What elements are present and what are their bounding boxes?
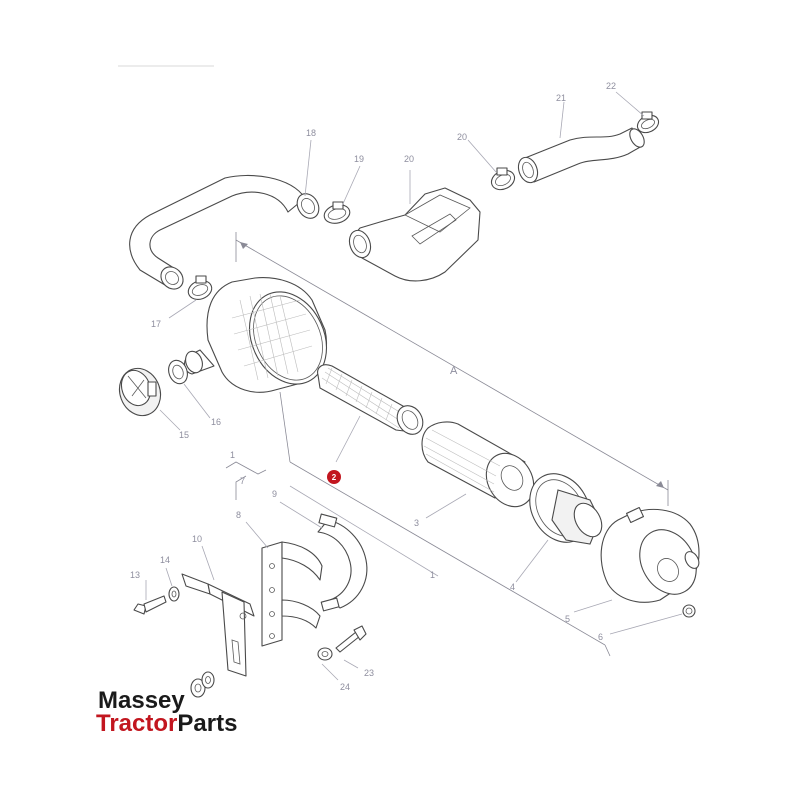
callouts: 18 19 20 20 21 22 17 16 15 3 4 5 6 1 1 7… bbox=[130, 81, 616, 692]
part-21-intake-elbow bbox=[348, 187, 481, 282]
dimension-a-label: A bbox=[450, 365, 458, 377]
logo-tractor: Tractor bbox=[96, 710, 177, 737]
callout-10: 10 bbox=[192, 534, 202, 544]
logo-line1: Massey bbox=[98, 687, 185, 714]
part-17-washer bbox=[168, 359, 188, 385]
part-22-hose bbox=[517, 127, 645, 184]
part-6-ring bbox=[682, 604, 696, 618]
callout-17: 16 bbox=[211, 417, 221, 427]
callout-21: 20 bbox=[404, 154, 414, 164]
callout-20-left: 19 bbox=[354, 154, 364, 164]
part-8-bracket bbox=[261, 541, 323, 647]
brand-logo: Massey TractorParts bbox=[96, 687, 237, 737]
nut-washer-bottom bbox=[190, 671, 215, 698]
callout-8: 8 bbox=[236, 510, 241, 520]
part-10-support bbox=[181, 573, 255, 677]
callout-1-bottom: 1 bbox=[430, 570, 435, 580]
callout-2-highlight[interactable]: 2 bbox=[327, 470, 341, 484]
part-13-bolt bbox=[133, 595, 167, 615]
callout-7: 7 bbox=[240, 476, 245, 486]
callout-13: 13 bbox=[130, 570, 140, 580]
part-19-hose bbox=[129, 174, 320, 290]
callout-22: 21 bbox=[556, 93, 566, 103]
callout-23: 22 bbox=[606, 81, 616, 91]
part-23-clamp bbox=[636, 111, 660, 134]
callout-6: 6 bbox=[598, 632, 603, 642]
part-24-washer bbox=[317, 647, 333, 661]
part-4-adapter bbox=[529, 473, 603, 545]
part-14-washer bbox=[168, 586, 180, 602]
callout-24: 24 bbox=[340, 682, 350, 692]
callout-9: 9 bbox=[272, 489, 277, 499]
leader-lines bbox=[145, 91, 683, 681]
callout-14: 14 bbox=[160, 555, 170, 565]
air-cleaner-housing bbox=[183, 277, 327, 393]
callout-4: 4 bbox=[510, 582, 515, 592]
part-15-bolt bbox=[335, 625, 367, 653]
assembly-bracket-7 bbox=[225, 461, 267, 500]
callout-20-right: 20 bbox=[457, 132, 467, 142]
callout-15: 23 bbox=[364, 668, 374, 678]
callout-2-label: 2 bbox=[332, 473, 337, 482]
part-16-cap bbox=[118, 367, 162, 417]
part-20-clamp-right bbox=[490, 167, 516, 191]
part-2-safety-filter bbox=[317, 364, 424, 435]
callout-5: 5 bbox=[565, 614, 570, 624]
part-5-end-cover bbox=[600, 506, 700, 603]
callout-3: 3 bbox=[414, 518, 419, 528]
callout-18: 17 bbox=[151, 319, 161, 329]
part-20-clamp-left bbox=[323, 201, 351, 224]
callout-16: 15 bbox=[179, 430, 189, 440]
logo-parts: Parts bbox=[177, 710, 237, 737]
logo-line2: TractorParts bbox=[96, 710, 237, 737]
part-9-strap bbox=[317, 513, 368, 612]
part-3-filter-element bbox=[421, 421, 535, 508]
callout-1-top: 1 bbox=[230, 450, 235, 460]
dimension-a: A bbox=[235, 232, 669, 506]
part-18-clamp bbox=[187, 275, 213, 300]
callout-19: 18 bbox=[306, 128, 316, 138]
assembly-line-1 bbox=[279, 391, 611, 657]
